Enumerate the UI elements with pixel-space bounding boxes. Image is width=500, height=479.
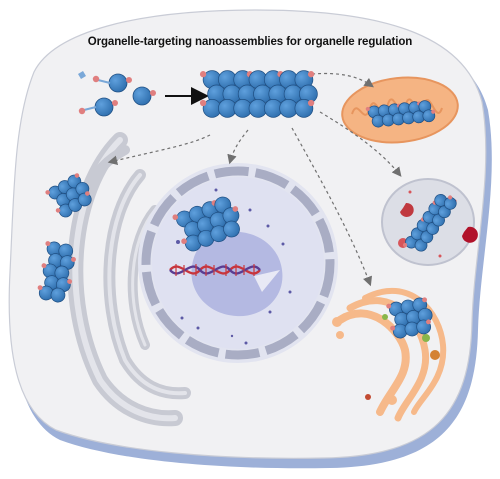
nanoassembly-nucleus <box>172 196 240 252</box>
nucleus <box>138 163 338 363</box>
nanoassembly-er-bottom <box>37 241 76 303</box>
free-molecules <box>78 71 156 117</box>
nanoassembly <box>199 70 318 118</box>
golgi-apparatus <box>332 288 447 422</box>
dna-helix <box>169 264 261 276</box>
nanoassembly-er-top <box>45 173 92 218</box>
nanoassembly-lysosome <box>402 194 457 252</box>
diagram-title: Organelle-targeting nanoassemblies for o… <box>87 36 413 48</box>
nanoassembly-mitochondrion <box>365 100 436 128</box>
nanoassembly-golgi <box>386 297 433 339</box>
nanoassembly-main <box>199 70 318 118</box>
arrows <box>107 72 402 287</box>
